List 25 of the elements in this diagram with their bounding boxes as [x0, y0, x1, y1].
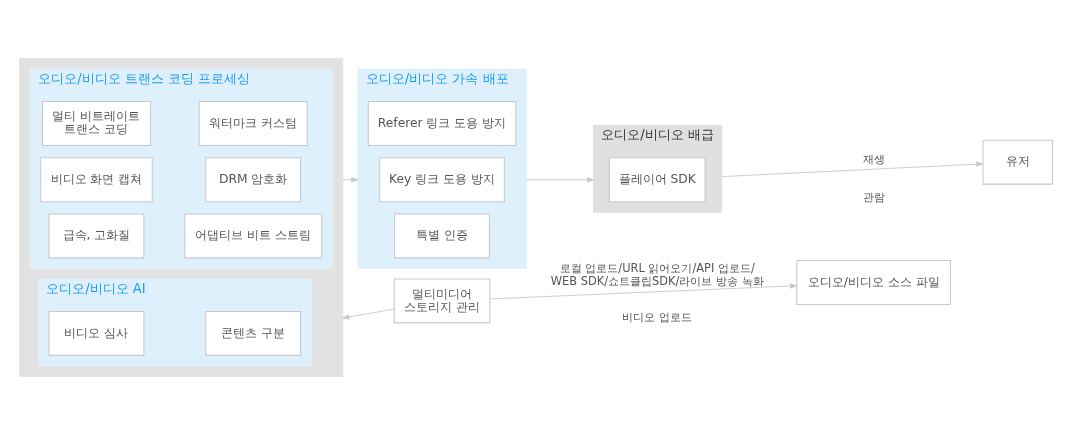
node-box: 멀티미디어 스토리지 관리 [393, 278, 491, 324]
node-box: Key 링크 도용 방지 [379, 157, 505, 203]
label: 관람 [862, 190, 885, 205]
node-box: DRM 암호화 [205, 157, 302, 203]
arrow [342, 308, 395, 320]
node-box: 워터마크 커스텀 [198, 101, 308, 146]
arrow [342, 177, 359, 183]
node-box: 유저 [982, 139, 1053, 185]
node-box: 비디오 화면 캡쳐 [40, 157, 153, 203]
arrow [525, 177, 594, 183]
arrow [489, 283, 798, 300]
node-box: Referer 링크 도용 방지 [367, 101, 517, 146]
arrow [721, 161, 984, 178]
node-box: 멀티 비트레이트 트랜스 코딩 [41, 101, 151, 146]
node-box: 플레이어 SDK [608, 157, 706, 203]
node-box: 콘텐츠 구분 [205, 310, 302, 356]
edge-label: 재생 [862, 151, 885, 166]
node-box: 비디오 심사 [48, 310, 145, 356]
node-box: 어댑티브 비트 스트림 [184, 213, 323, 259]
label: 비디오 업로드 [622, 310, 693, 325]
cluster [19, 58, 344, 377]
node-box: 급속, 고화질 [48, 213, 145, 259]
node-box: 오디오/비디오 소스 파일 [796, 260, 952, 305]
edge-label: 로컬 업로드/URL 읽어오기/API 업로드/ WEB SDK/쇼트클립SDK/라이브 방송 녹화 [550, 261, 764, 288]
node-box: 특별 인증 [394, 213, 490, 259]
